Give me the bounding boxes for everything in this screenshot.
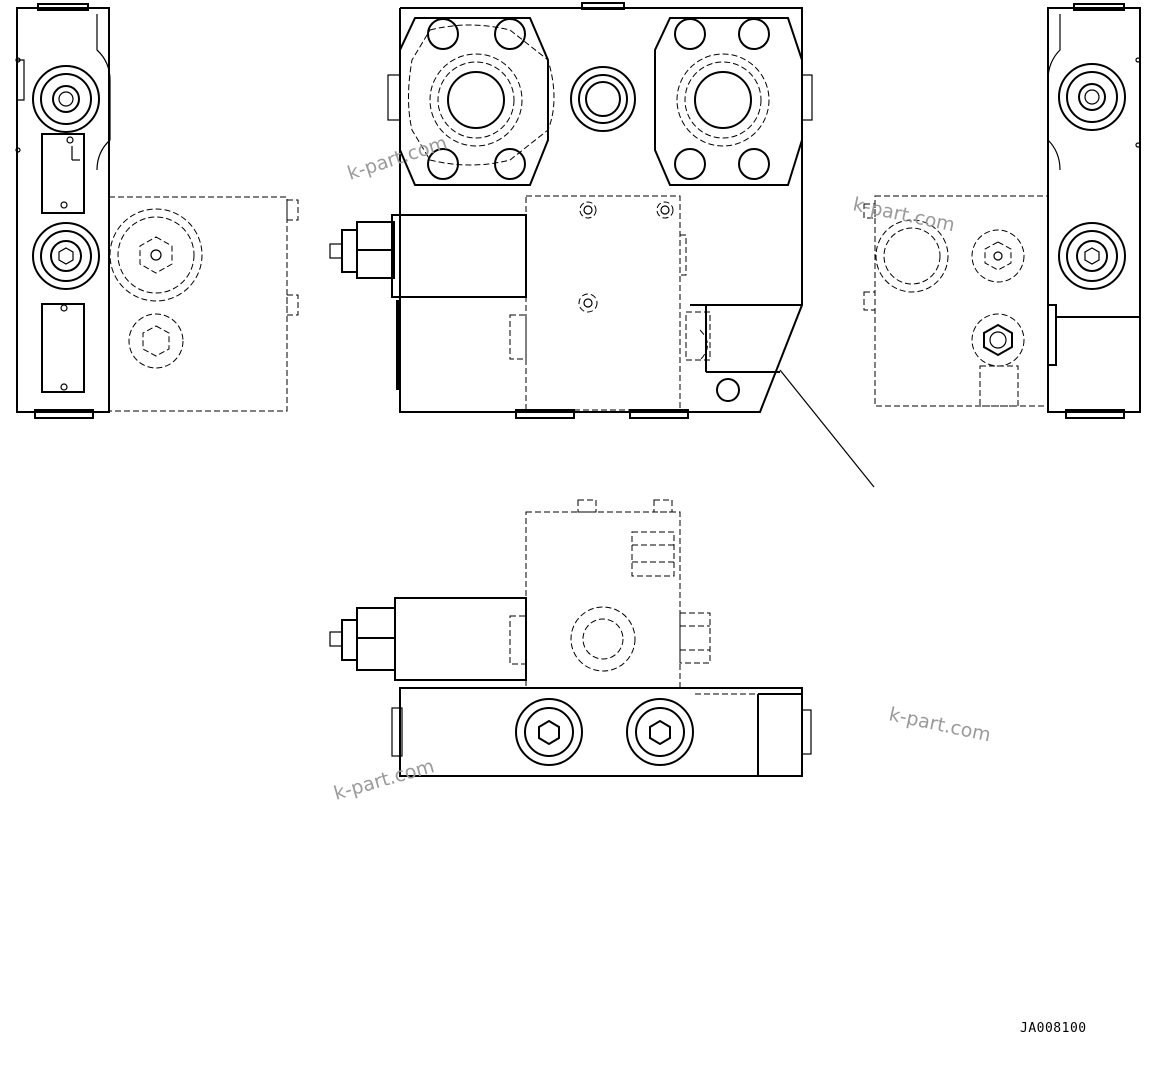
left-side-view [15,3,299,419]
watermark-4: k-part.com [331,755,437,805]
right-side-view [863,3,1141,419]
center-front-view [329,2,875,488]
watermark-2: k-part.com [851,193,957,236]
watermark-3: k-part.com [887,703,993,746]
bottom-plan-view [329,499,812,777]
drawing-code-label: JA008100 [1020,1021,1087,1036]
